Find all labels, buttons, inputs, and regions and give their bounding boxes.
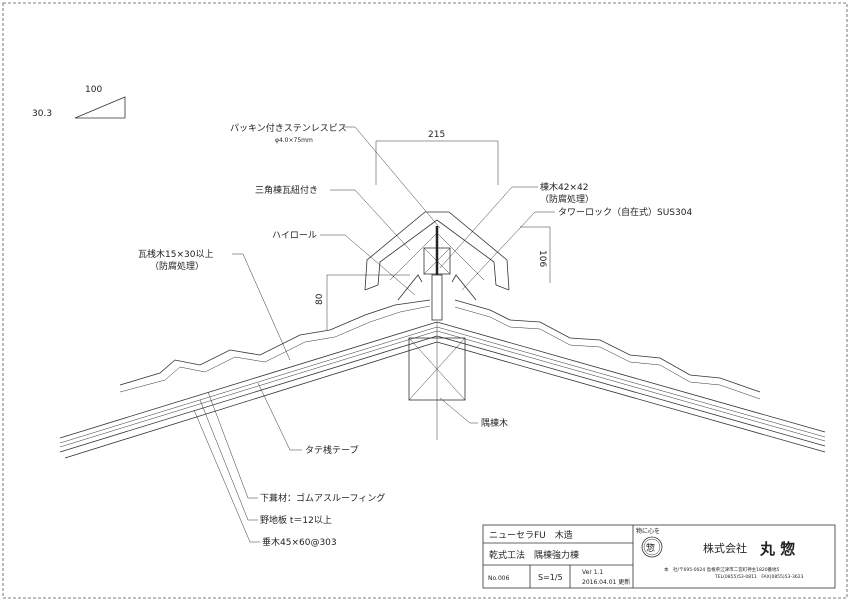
svg-text:215: 215 — [428, 130, 445, 140]
company-type: 株式会社 — [703, 541, 747, 555]
company-address: 本 社/〒695-0024 島根県江津市二宮町神主1820番地5 — [664, 566, 780, 573]
label-sheathing: 野地板 t＝12以上 — [260, 514, 332, 526]
title-block: ニューセラFU 木造 乾式工法 隅棟強力棟 No.006 S=1/5 Ver 1… — [482, 524, 836, 589]
label-ridge-wood-note: （防腐処理） — [540, 193, 594, 205]
label-screw-spec: φ4.0×75mm — [275, 137, 313, 144]
label-hi-roll: ハイロール — [272, 231, 317, 241]
title-method: 乾式工法 隅棟強力棟 — [489, 549, 579, 561]
company-contact: TEL(0855)53-0811 FAX(0855)53-3623 — [714, 574, 804, 580]
update-date: 2016.04.01 更新 — [582, 578, 630, 586]
label-underlay: 下葺材：ゴムアスルーフィング — [260, 492, 385, 504]
title-product: ニューセラFU 木造 — [489, 529, 573, 541]
slope-rise: 30.3 — [32, 109, 52, 119]
dimension-106: 106 — [520, 226, 551, 283]
ridge-wood — [397, 226, 477, 321]
slope-run: 100 — [85, 85, 102, 95]
label-ridge-tile: 三角棟瓦紐付き — [255, 184, 318, 196]
label-tate-tape: タテ桟テープ — [305, 444, 358, 456]
label-hip-wood: 隅棟木 — [481, 417, 508, 429]
drawing-number: No.006 — [488, 575, 510, 582]
hip-rafter — [408, 322, 466, 440]
version: Ver 1.1 — [582, 569, 603, 576]
slogan: 物に心を — [636, 527, 660, 535]
company-name: 丸 惣 — [759, 540, 795, 558]
label-batten-note: （防腐処理） — [150, 260, 204, 272]
label-ridge-wood: 棟木42×42 — [540, 181, 588, 193]
dimension-80: 80 — [315, 274, 410, 330]
svg-text:80: 80 — [315, 293, 325, 305]
label-screw: パッキン付きステンレスビス — [230, 123, 347, 134]
svg-text:106: 106 — [537, 250, 547, 267]
dimension-215: 215 — [375, 130, 499, 185]
roof-left-slope — [59, 299, 438, 459]
company-logo — [641, 536, 663, 558]
slope-indicator: 100 30.3 — [32, 85, 126, 119]
label-rafter: 垂木45×60@303 — [262, 536, 337, 548]
svg-text:惣: 惣 — [646, 542, 655, 554]
drawing-scale: S=1/5 — [538, 573, 563, 582]
roof-right-slope — [436, 299, 826, 453]
label-batten: 瓦桟木15×30以上 — [138, 248, 213, 260]
label-tower-lock: タワーロック（自在式）SUS304 — [558, 206, 692, 218]
